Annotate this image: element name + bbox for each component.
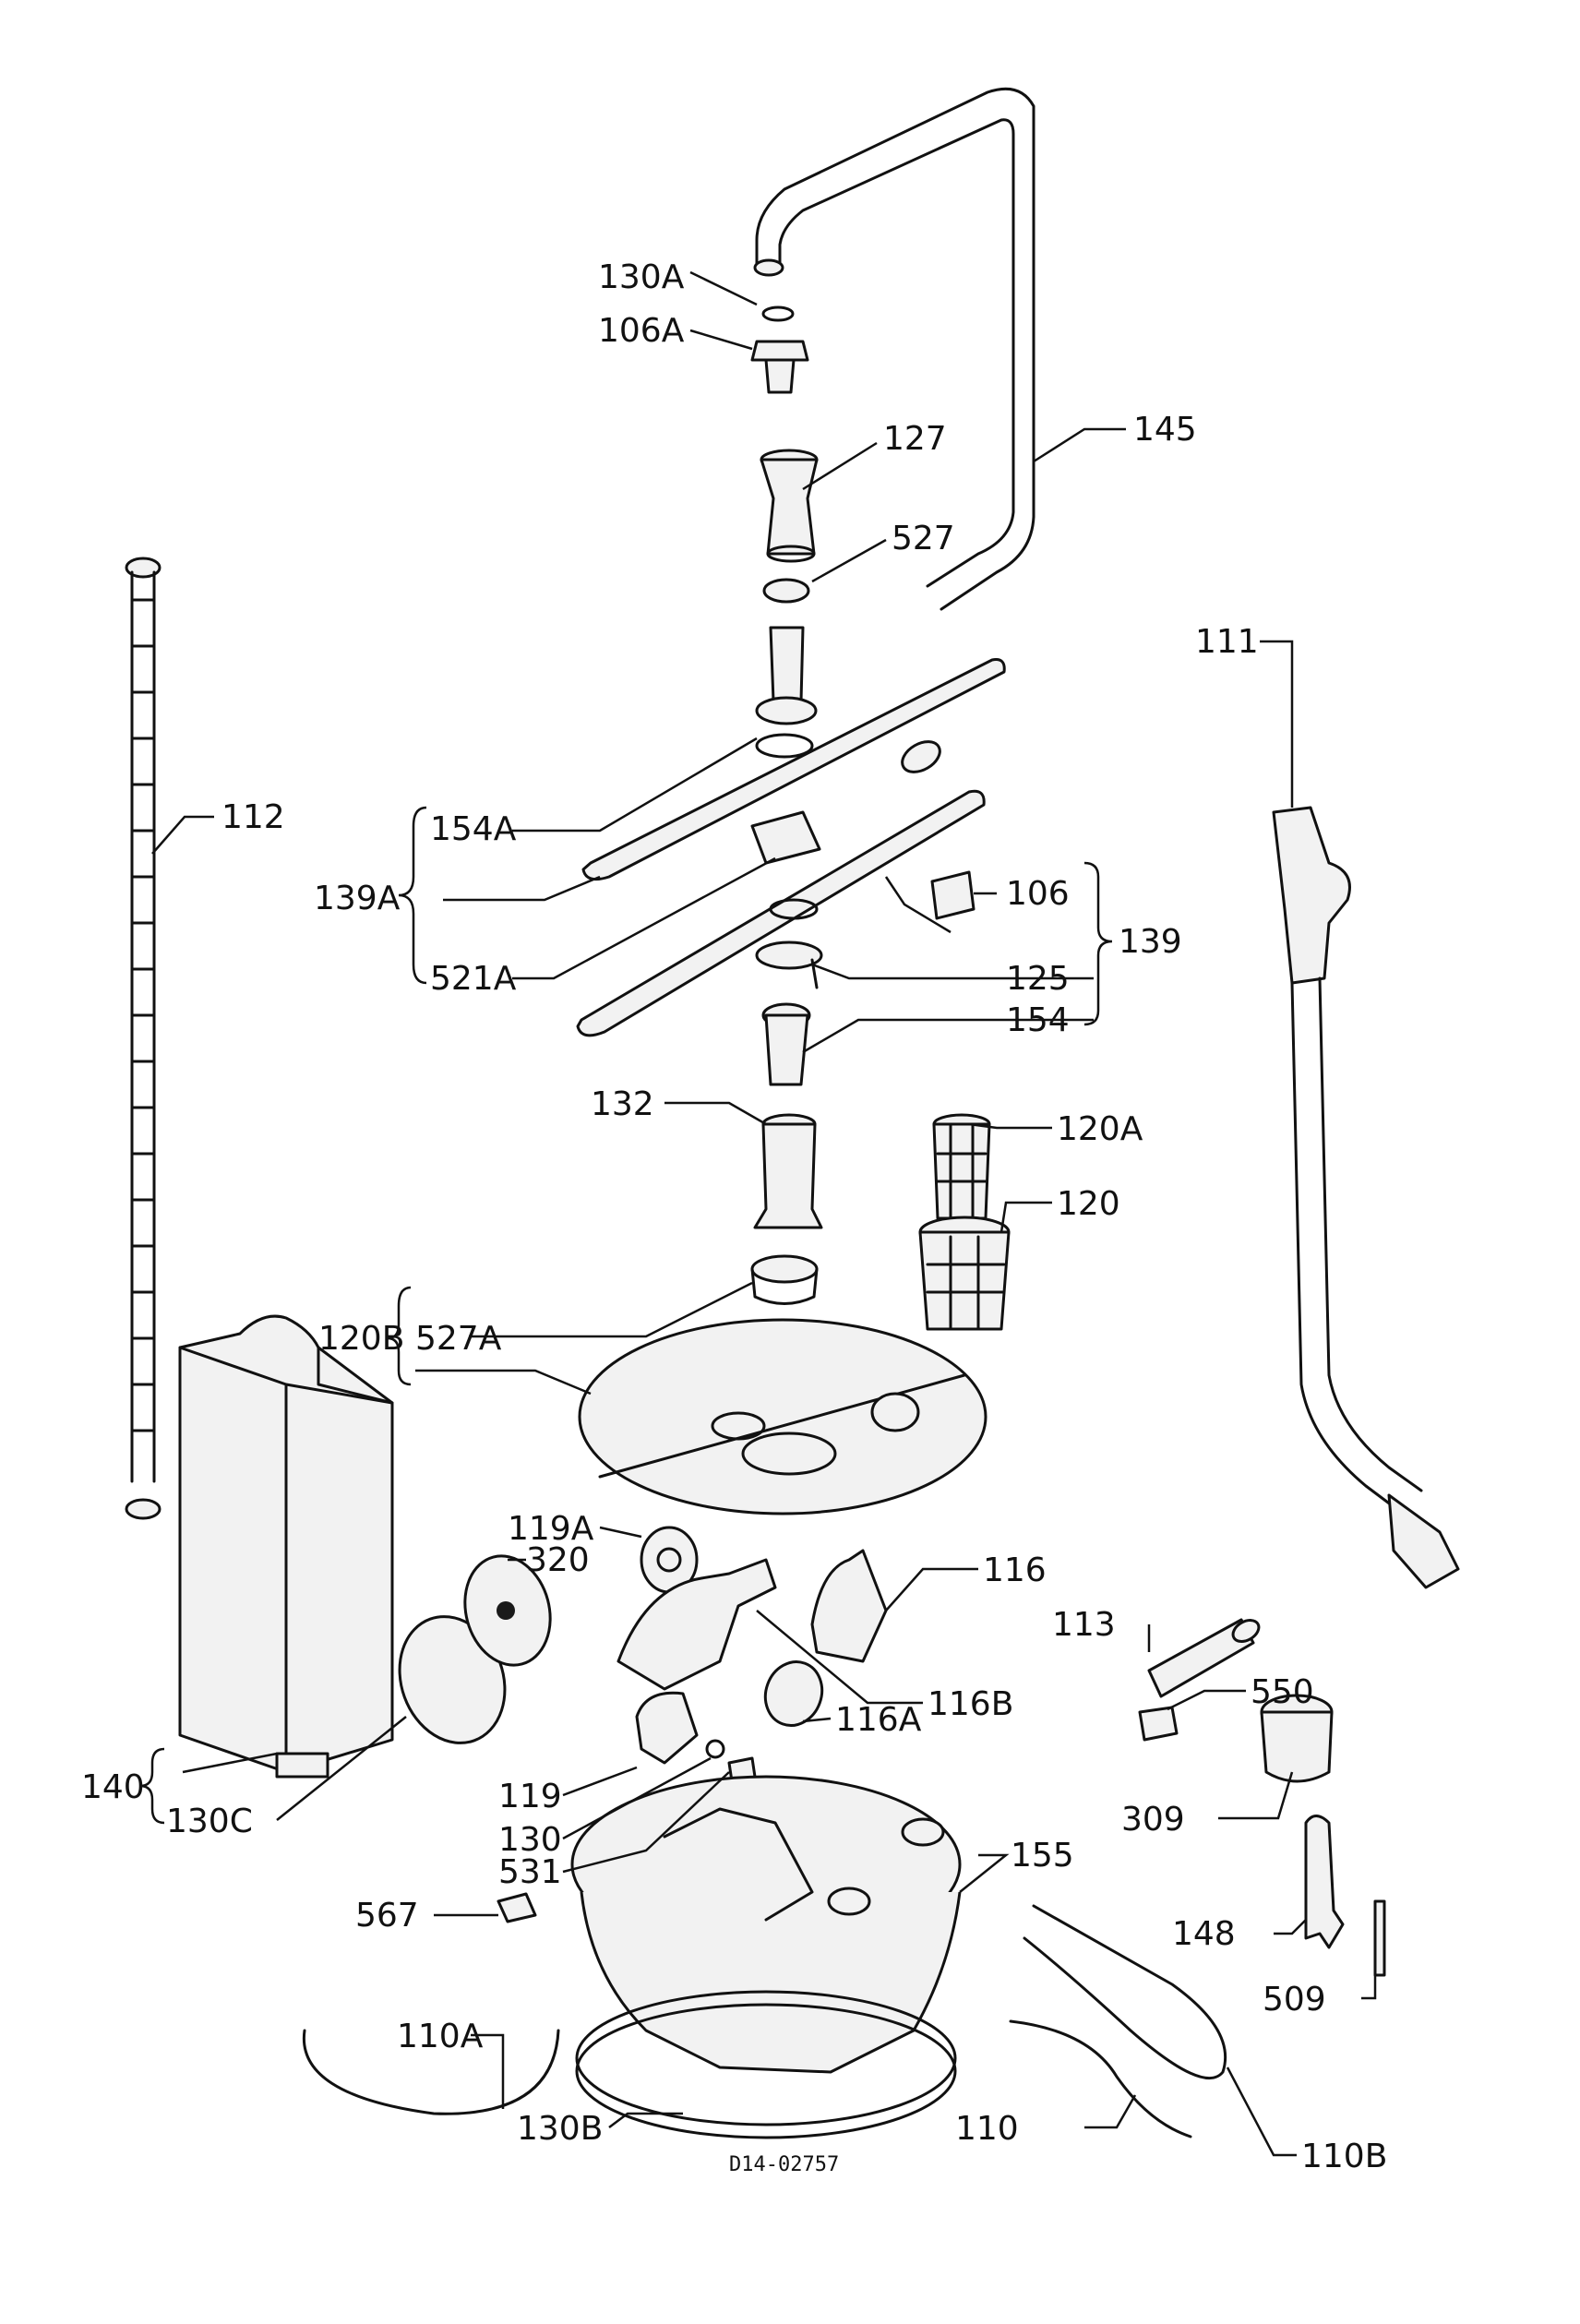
label-127: 127 (883, 420, 947, 458)
lower-spray-arm-139 (576, 789, 986, 1037)
group-brackets (139, 806, 1113, 1825)
label-154: 154 (1006, 1001, 1070, 1039)
housing-116b (616, 1558, 777, 1691)
label-125: 125 (1006, 960, 1070, 998)
bearing-125 (755, 940, 823, 989)
cap-116a (763, 1660, 824, 1727)
supply-pipe-145 (753, 87, 1035, 773)
label-130b: 130B (517, 2110, 603, 2148)
connector-154 (761, 1002, 811, 1086)
label-106: 106 (1006, 875, 1070, 913)
label-154a: 154A (430, 810, 517, 848)
inlet-hose-111 (1272, 806, 1460, 1589)
label-527: 527 (892, 520, 955, 557)
label-130a: 130A (598, 258, 685, 296)
label-116: 116 (983, 1551, 1047, 1589)
sleeve-127 (760, 449, 819, 563)
label-112: 112 (221, 798, 285, 836)
part-567 (497, 1892, 537, 1923)
part-550 (1138, 1706, 1179, 1742)
filter-120 (918, 1216, 1011, 1331)
hose-112 (125, 557, 162, 1520)
container-140 (178, 1314, 394, 1779)
cap-309 (1260, 1694, 1334, 1783)
label-509: 509 (1263, 1981, 1326, 2019)
label-110b: 110B (1301, 2138, 1387, 2175)
label-120a: 120A (1057, 1110, 1143, 1148)
label-531: 531 (498, 1853, 562, 1891)
label-120: 120 (1057, 1185, 1120, 1223)
label-527a: 527A (415, 1320, 502, 1358)
drawing-code: D14-02757 (729, 2153, 839, 2176)
label-130c: 130C (166, 1803, 253, 1840)
pump-320 (463, 1554, 552, 1667)
pipe-113 (1147, 1618, 1261, 1698)
label-148: 148 (1172, 1915, 1236, 1953)
clip-521a (750, 810, 821, 865)
cover-116 (810, 1549, 888, 1663)
hose-110a (302, 2029, 560, 2115)
label-120b: 120B (318, 1320, 404, 1358)
o-ring-130 (705, 1739, 725, 1759)
label-145: 145 (1133, 411, 1197, 449)
gasket-130b (575, 1990, 957, 2139)
label-550: 550 (1251, 1673, 1314, 1711)
hose-110 (1009, 2019, 1192, 2138)
part-119 (635, 1691, 699, 1765)
filter-plate-120b (578, 1318, 988, 1515)
callout-labels: 130A 106A 127 145 527 111 112 154A 139A … (81, 258, 1387, 2176)
label-139: 139 (1119, 923, 1182, 961)
label-139a: 139A (314, 880, 401, 917)
tube-132 (753, 1113, 823, 1229)
label-111: 111 (1195, 623, 1259, 661)
label-521a: 521A (430, 960, 517, 998)
ring-527a (750, 1254, 819, 1305)
label-320: 320 (526, 1541, 590, 1579)
label-140: 140 (81, 1768, 145, 1806)
clip-509 (1373, 1899, 1386, 1977)
label-106a: 106A (598, 312, 685, 350)
label-119: 119 (498, 1778, 562, 1815)
label-116b: 116B (928, 1685, 1013, 1723)
label-567: 567 (355, 1897, 419, 1935)
o-ring-130a (761, 305, 795, 322)
sump-155 (570, 1775, 962, 2074)
label-110: 110 (955, 2110, 1019, 2148)
label-116a: 116A (835, 1701, 922, 1739)
label-155: 155 (1011, 1837, 1074, 1875)
nut-106a (750, 340, 809, 394)
bracket-148 (1304, 1815, 1345, 1949)
label-119a: 119A (508, 1510, 594, 1548)
filter-120a (932, 1113, 991, 1220)
hose-110b (1023, 1904, 1227, 2080)
label-113: 113 (1052, 1606, 1116, 1644)
label-130: 130 (498, 1821, 562, 1859)
ring-527 (762, 578, 810, 604)
upper-spray-arm-139a (581, 626, 1006, 881)
label-309: 309 (1121, 1801, 1185, 1839)
part-106 (930, 870, 976, 920)
label-110a: 110A (397, 2018, 484, 2055)
leader-lines (151, 270, 1377, 2157)
label-132: 132 (591, 1085, 654, 1123)
